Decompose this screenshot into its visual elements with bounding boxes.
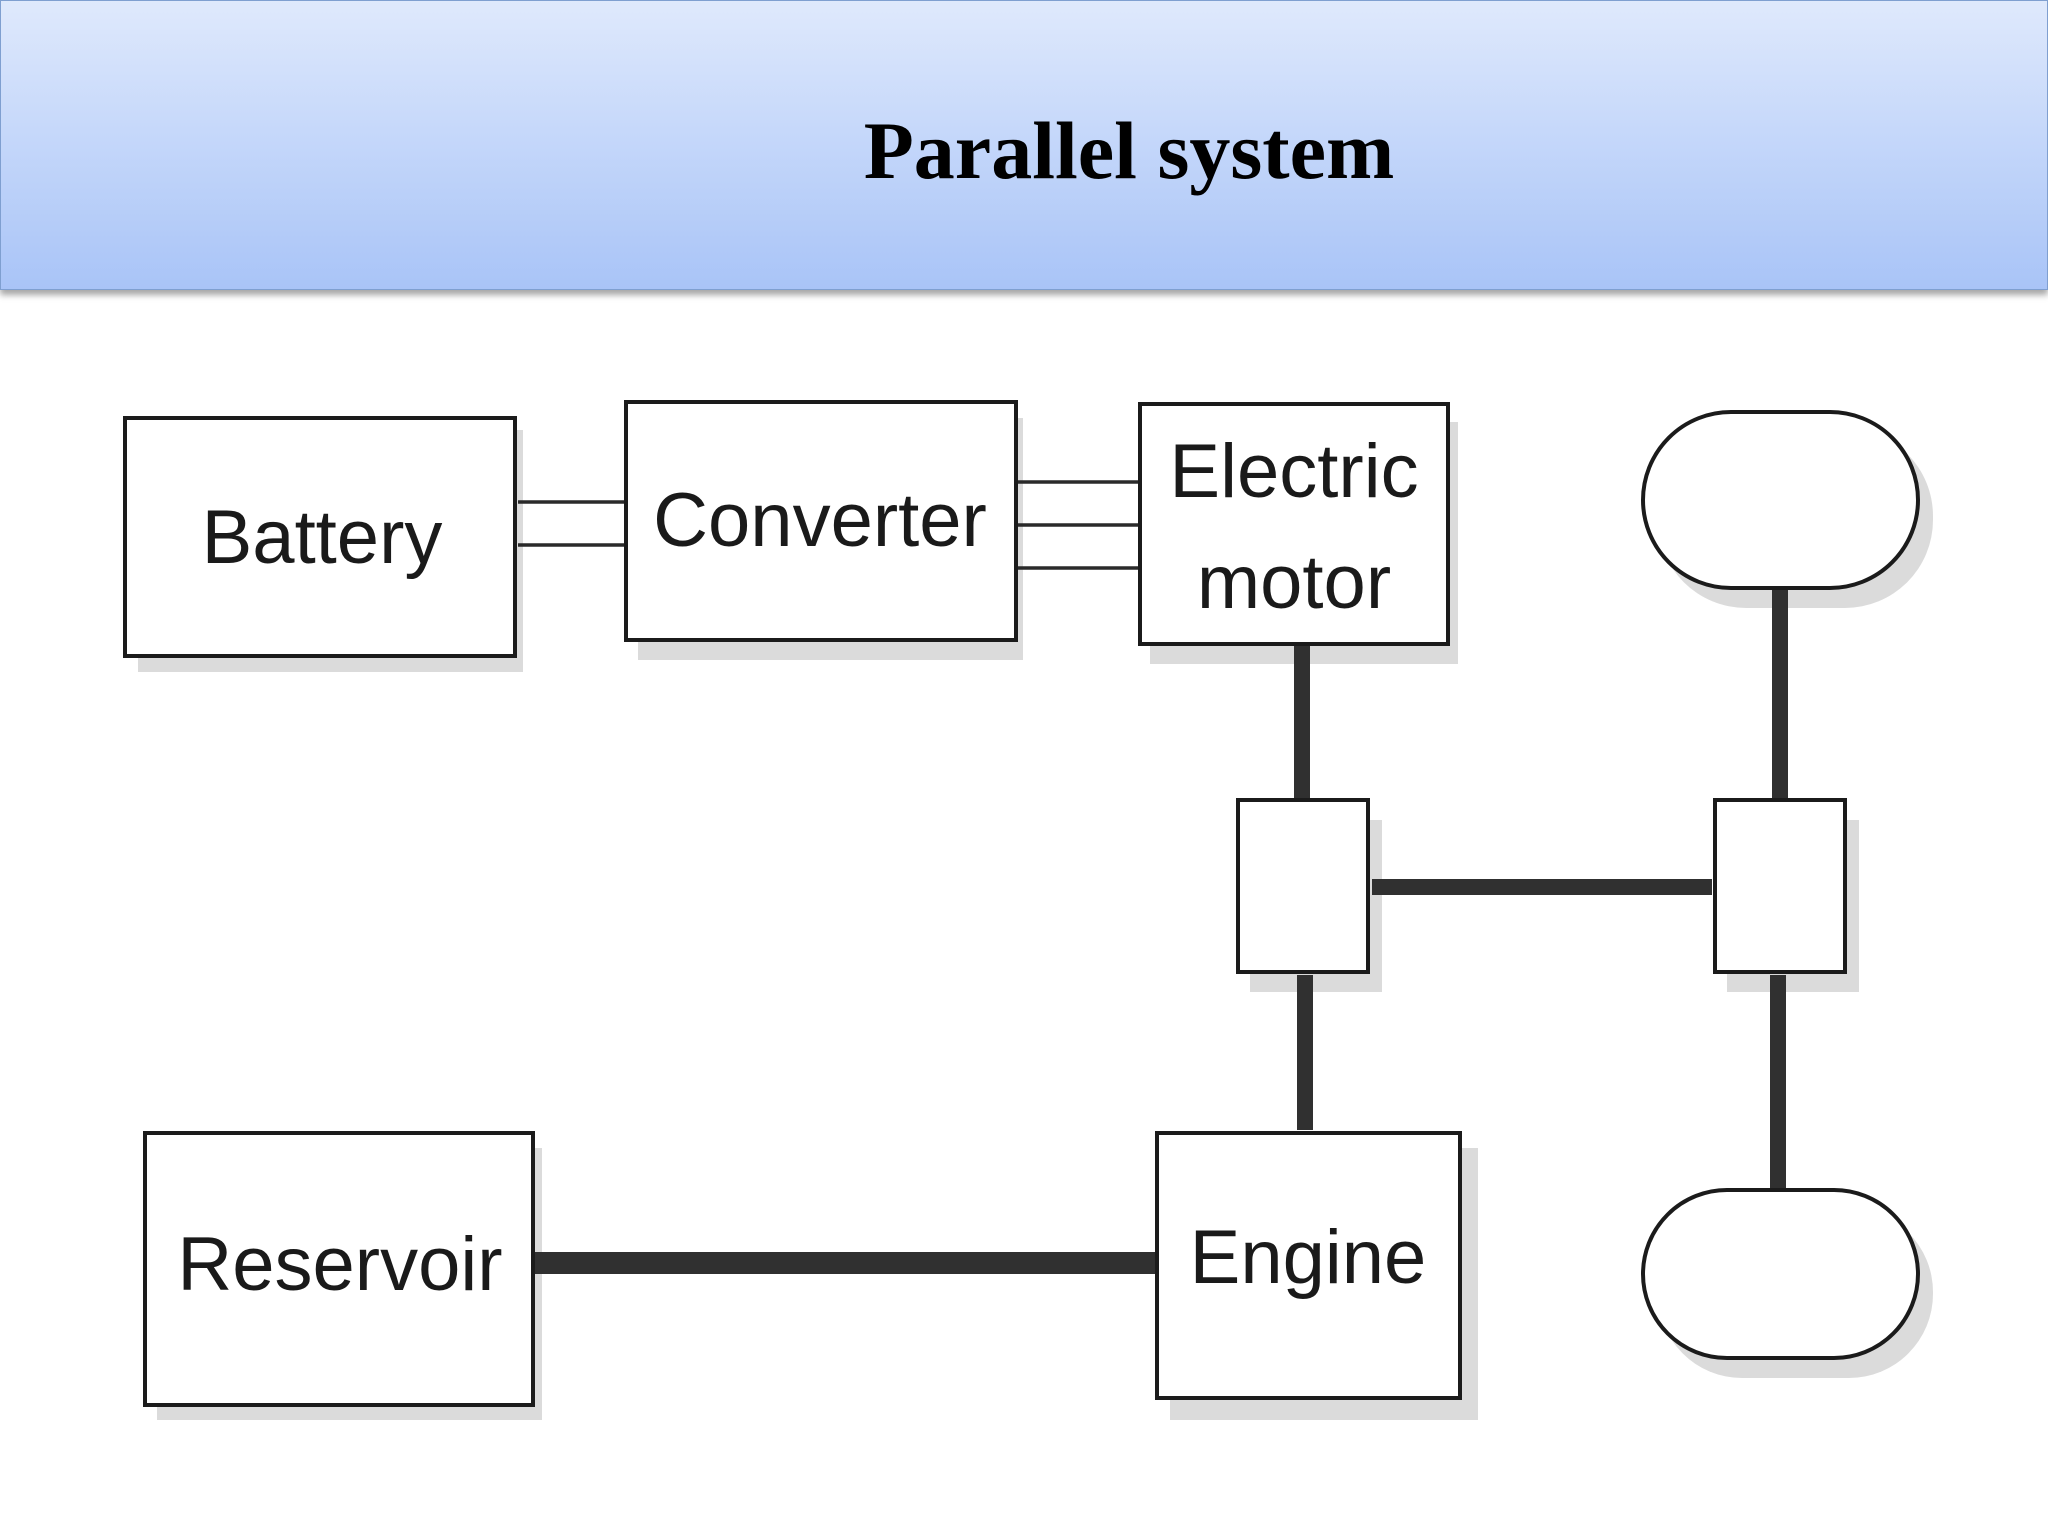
battery-block: Battery — [123, 416, 517, 658]
title-bar: Parallel system — [0, 0, 2048, 290]
upper-wheel — [1641, 410, 1920, 590]
drive-shafts — [535, 588, 1788, 1274]
battery-label: Battery — [202, 495, 443, 580]
differential-box — [1713, 798, 1847, 974]
converter-label: Converter — [653, 478, 987, 563]
lower-wheel — [1641, 1188, 1920, 1360]
converter-block: Converter — [624, 400, 1018, 642]
converter-motor-wires — [1016, 480, 1140, 570]
reservoir-block: Reservoir — [143, 1131, 535, 1407]
battery-converter-wires — [518, 500, 628, 547]
slide-title: Parallel system — [863, 105, 1395, 196]
engine-label: Engine — [1190, 1215, 1427, 1300]
motor-label-line1: Electric — [1169, 429, 1418, 514]
motor-label-line2: motor — [1197, 540, 1391, 625]
engine-block: Engine — [1155, 1131, 1462, 1400]
electric-motor-block: Electric motor — [1138, 402, 1450, 646]
power-combiner-box — [1236, 798, 1370, 974]
reservoir-label: Reservoir — [177, 1222, 502, 1307]
